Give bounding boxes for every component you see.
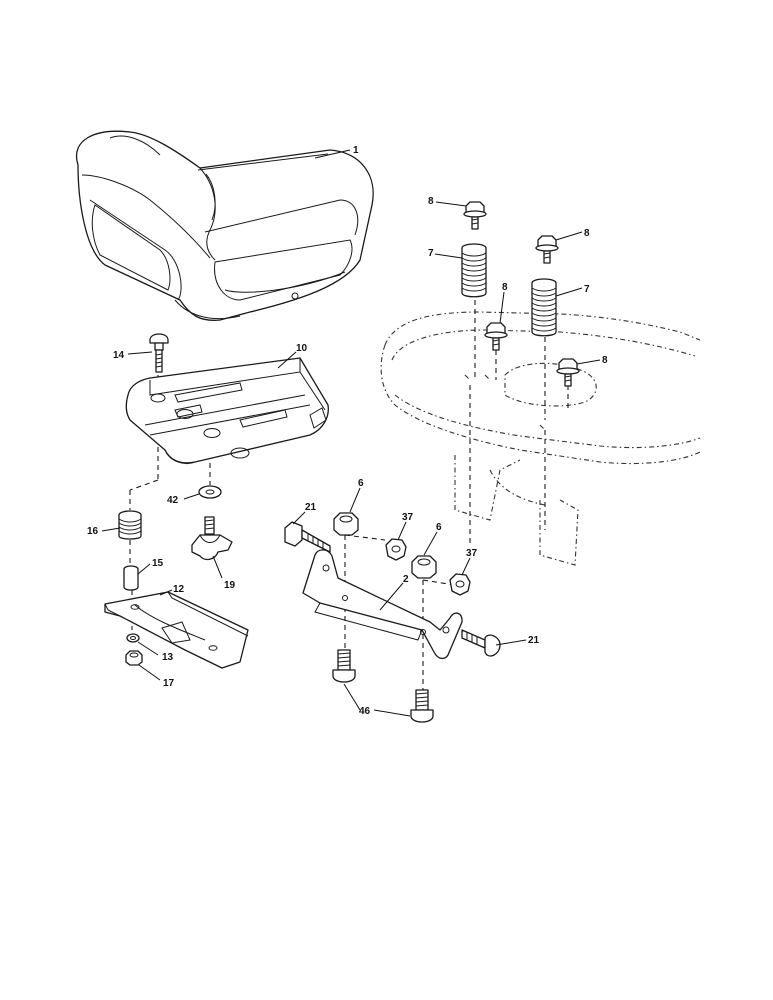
callout-shoulder-bolts: 46 xyxy=(359,706,371,717)
callout-bracket: 2 xyxy=(403,574,409,585)
knob xyxy=(191,516,233,561)
seat xyxy=(75,130,374,321)
callout-bolt-right: 21 xyxy=(528,635,540,646)
callout-nut-right: 6 xyxy=(436,522,442,533)
locknut-right xyxy=(449,573,471,596)
callout-screw-top-left: 8 xyxy=(428,196,434,207)
callout-carriage-bolt: 14 xyxy=(113,350,125,361)
callout-nut-small: 17 xyxy=(163,678,175,689)
fender-spring-right xyxy=(531,278,557,337)
bolt-right xyxy=(461,629,501,657)
callout-washer-small: 13 xyxy=(162,652,174,663)
bolt-left xyxy=(284,521,331,553)
callout-screw-mid-left: 8 xyxy=(502,282,508,293)
callout-locknut-right: 37 xyxy=(466,548,478,559)
locknut-left xyxy=(385,538,407,561)
callout-labels: 1 10 14 16 15 12 13 17 42 19 21 21 6 6 3… xyxy=(87,145,608,717)
callout-locknut-left: 37 xyxy=(402,512,414,523)
seat-spring xyxy=(118,510,142,540)
screw-mid-left xyxy=(484,322,508,351)
washer-small xyxy=(126,633,140,643)
callout-spacer: 15 xyxy=(152,558,164,569)
callout-seat: 1 xyxy=(353,145,359,156)
callout-flat-washer: 42 xyxy=(167,495,179,506)
leader-lines xyxy=(101,149,601,717)
callout-spring-left: 7 xyxy=(428,248,434,259)
callout-screw-top-right: 8 xyxy=(584,228,590,239)
seat-pan xyxy=(125,357,329,464)
nut-left xyxy=(333,512,359,536)
screw-top-left xyxy=(463,201,487,230)
screw-top-right xyxy=(535,235,559,264)
nut-small xyxy=(125,650,143,666)
shoulder-bolt-left xyxy=(332,649,356,683)
slide-plate xyxy=(104,591,249,669)
shoulder-bolt-right xyxy=(410,689,434,723)
nut-right xyxy=(411,555,437,579)
callout-spring-right: 7 xyxy=(584,284,590,295)
fender-spring-left xyxy=(461,243,487,298)
bracket xyxy=(302,549,463,660)
fender-phantom xyxy=(380,311,701,566)
callout-nut-left: 6 xyxy=(358,478,364,489)
callout-seat-pan: 10 xyxy=(296,343,308,354)
callout-screw-mid-right: 8 xyxy=(602,355,608,366)
callout-slide-plate: 12 xyxy=(173,584,185,595)
callout-knob: 19 xyxy=(224,580,236,591)
carriage-bolt xyxy=(149,333,169,373)
spacer xyxy=(123,565,139,591)
screw-mid-right xyxy=(556,358,580,387)
callout-bolt-left: 21 xyxy=(305,502,317,513)
flat-washer xyxy=(198,485,222,499)
callout-seat-spring: 16 xyxy=(87,526,99,537)
